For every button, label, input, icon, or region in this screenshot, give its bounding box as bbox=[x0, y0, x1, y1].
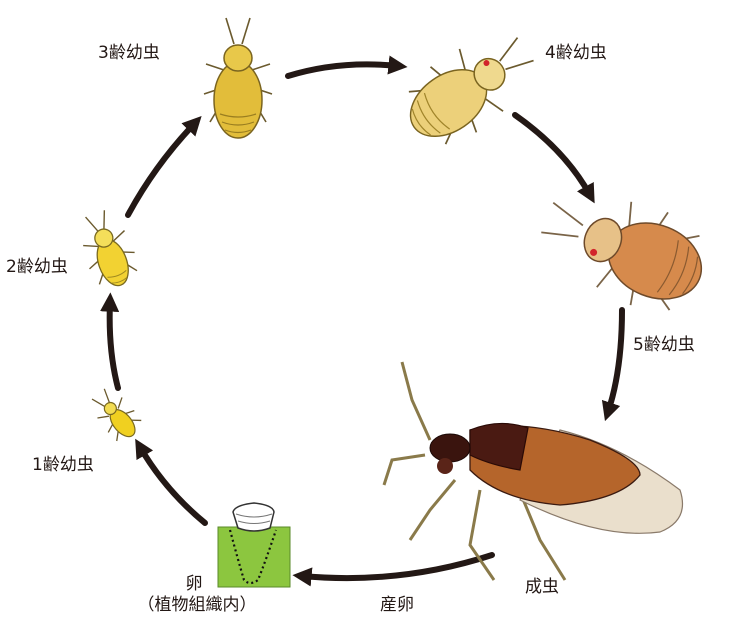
arrow-4-to-5 bbox=[515, 115, 590, 195]
egg-illustration bbox=[218, 503, 290, 587]
arrow-egg-to-1 bbox=[140, 447, 205, 523]
adult-illustration bbox=[384, 362, 683, 580]
instar5-illustration bbox=[529, 171, 719, 325]
label-instar4: 4齢幼虫 bbox=[545, 44, 607, 64]
label-adult: 成虫 bbox=[525, 578, 559, 598]
label-instar2: 2齢幼虫 bbox=[6, 258, 68, 278]
arrow-adult-to-egg bbox=[302, 555, 492, 578]
arrow-5-to-adult bbox=[608, 310, 622, 412]
label-instar1: 1齢幼虫 bbox=[32, 456, 94, 476]
label-instar5: 5齢幼虫 bbox=[633, 336, 695, 356]
label-egg: 卵 bbox=[169, 575, 219, 595]
label-egg-note: （植物組織内） bbox=[112, 596, 282, 616]
instar4-illustration bbox=[391, 16, 548, 160]
arrow-3-to-4 bbox=[288, 64, 398, 76]
label-instar3: 3齢幼虫 bbox=[98, 44, 160, 64]
instar2-illustration bbox=[72, 205, 143, 293]
instar3-illustration bbox=[204, 18, 272, 138]
arrow-2-to-3 bbox=[128, 123, 195, 215]
arrow-1-to-2 bbox=[110, 302, 118, 388]
instar1-illustration bbox=[85, 383, 146, 446]
label-oviposition: 産卵 bbox=[380, 596, 414, 616]
